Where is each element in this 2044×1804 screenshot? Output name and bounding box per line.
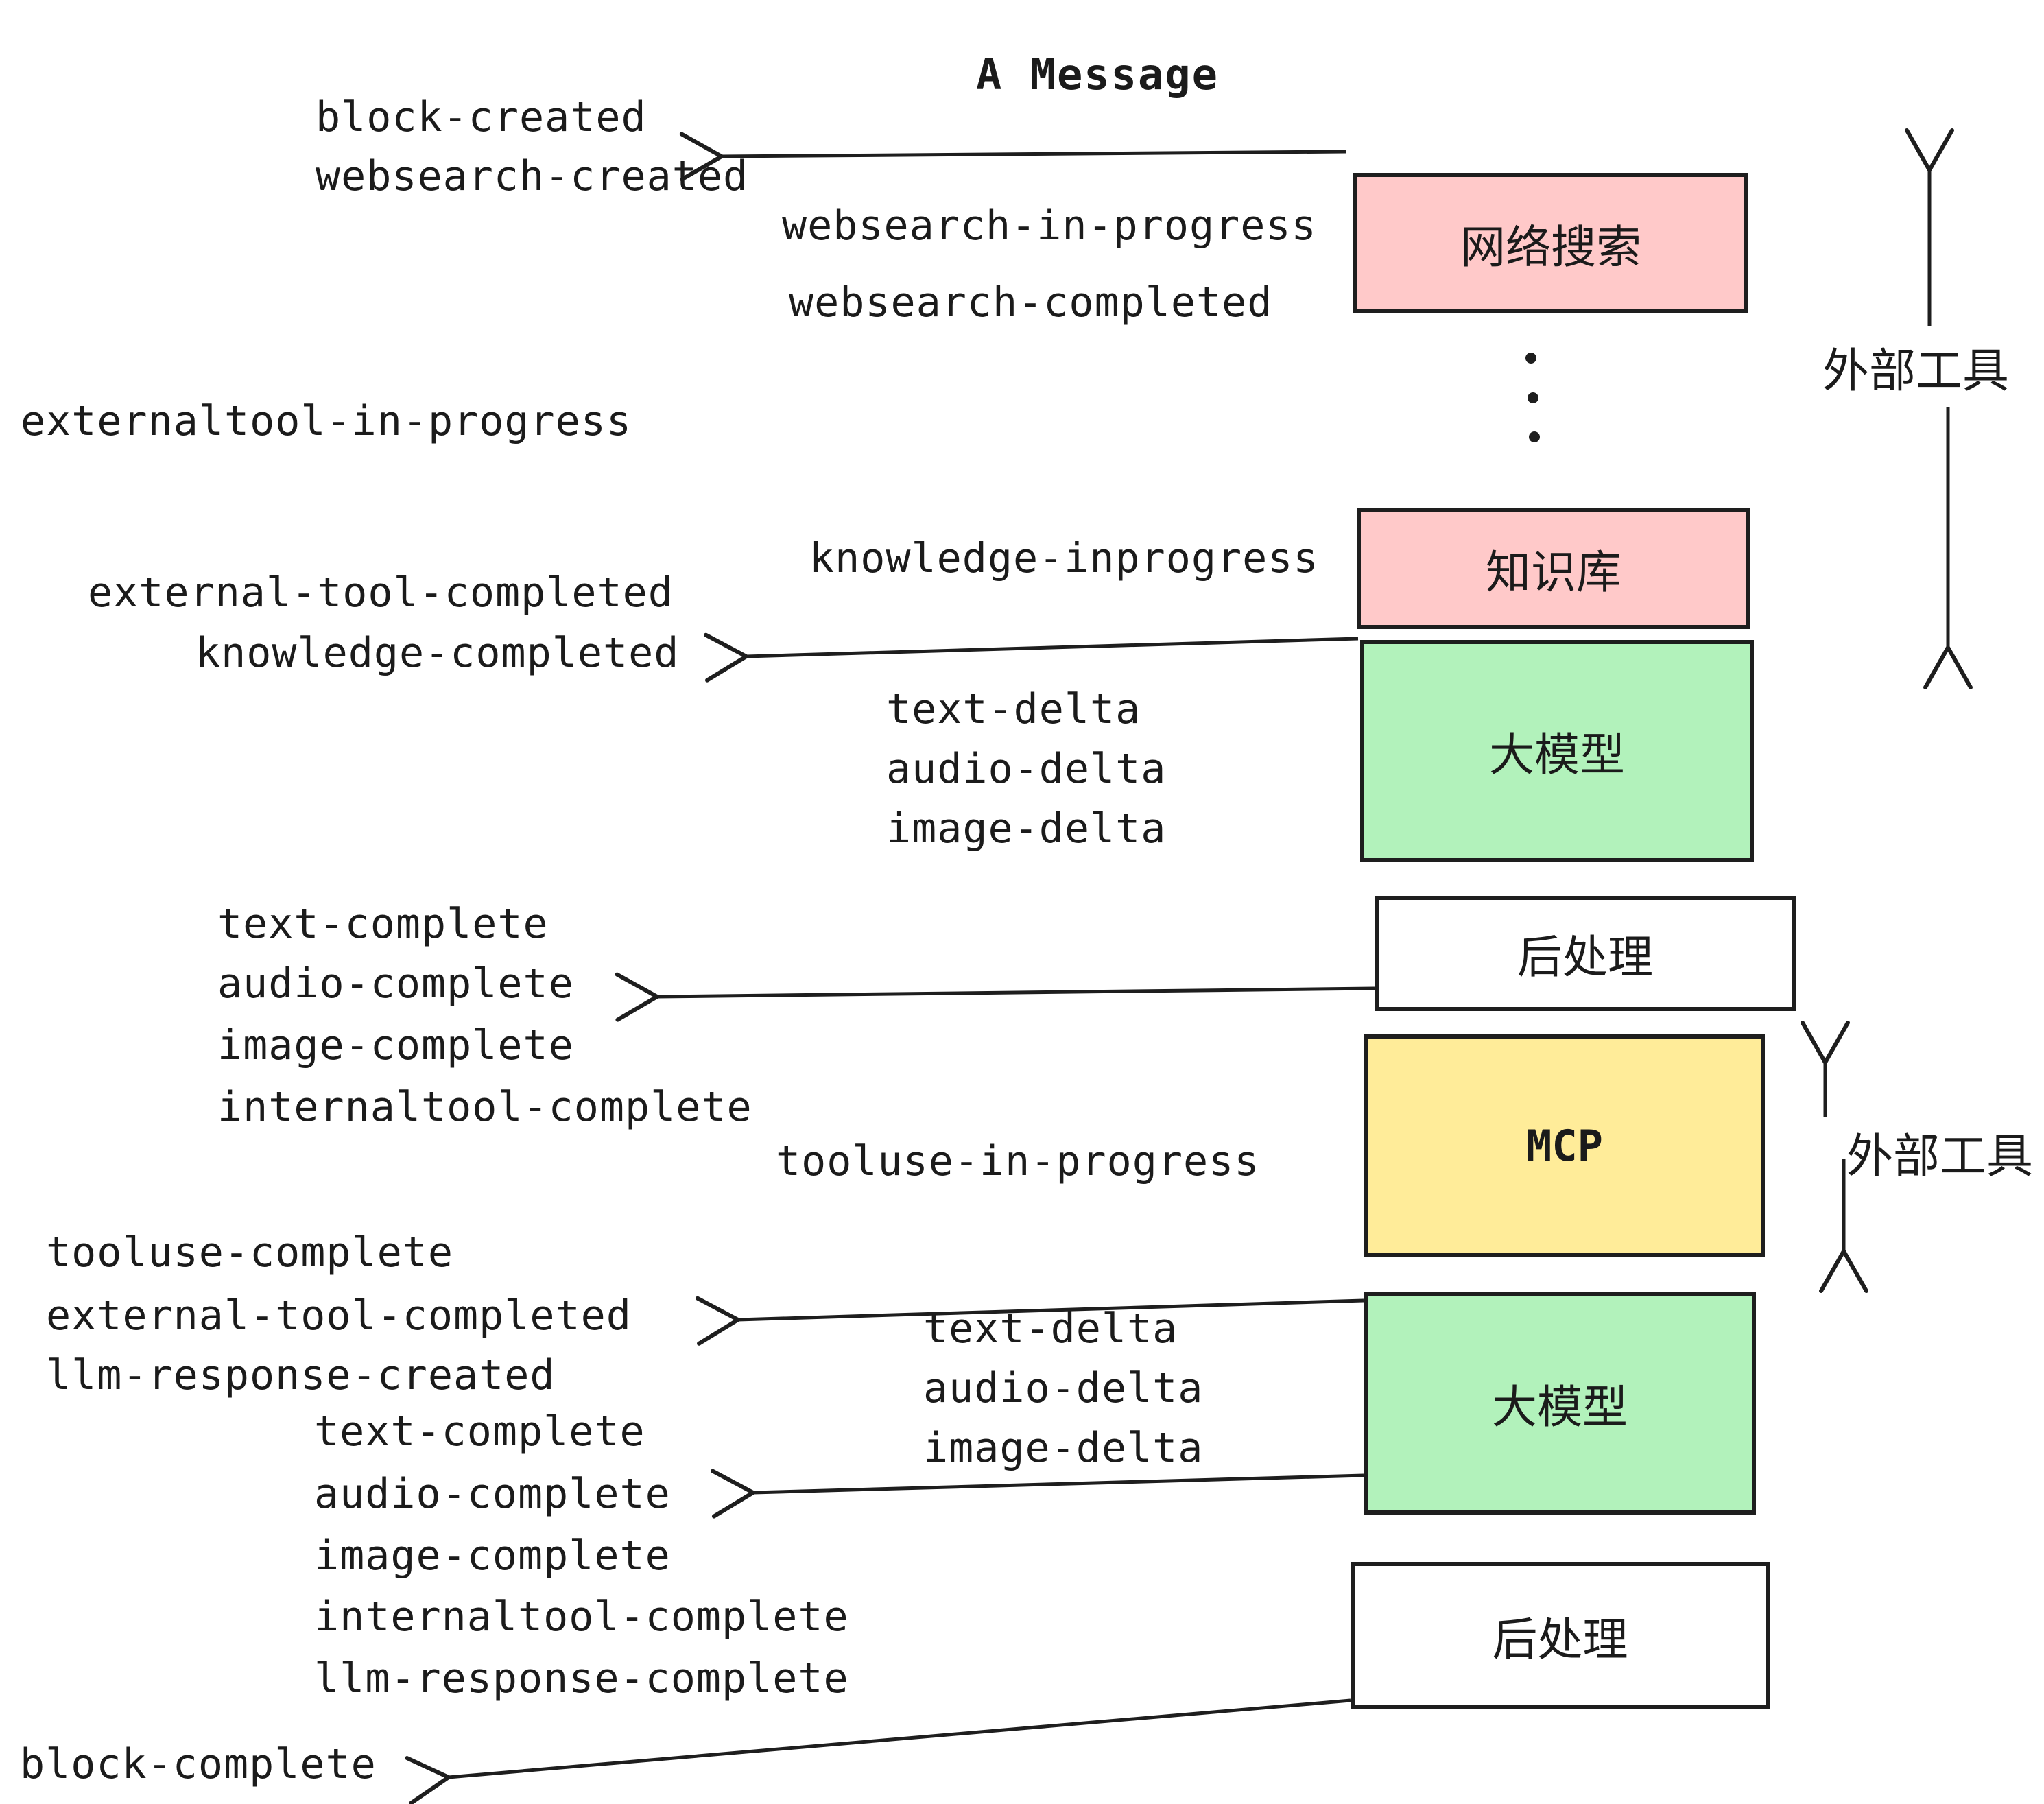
ellipsis-dot	[1525, 353, 1536, 364]
event-label-audio-complete-2: audio-complete	[314, 1470, 671, 1518]
box-postprocess-2: 后处理	[1351, 1562, 1770, 1709]
box-knowledge-label: 知识库	[1486, 546, 1621, 599]
event-label-knowledge-inprogress: knowledge-inprogress	[809, 534, 1319, 582]
box-mcp-label: MCP	[1526, 1121, 1603, 1171]
event-label-block-complete: block-complete	[20, 1740, 377, 1788]
event-label-audio-delta-2: audio-delta	[923, 1364, 1204, 1412]
arrow-llm2-to-audio-complete	[711, 1469, 1364, 1519]
event-label-knowledge-completed: knowledge-completed	[195, 629, 680, 677]
event-label-image-delta-1: image-delta	[886, 805, 1167, 853]
ellipsis-dot	[1528, 392, 1538, 403]
box-llm-2: 大模型	[1364, 1292, 1756, 1515]
box-postprocess-1-label: 后处理	[1517, 931, 1653, 984]
event-label-websearch-created: websearch-created	[316, 152, 749, 200]
event-label-internaltool-complete-1: internaltool-complete	[217, 1083, 752, 1131]
event-label-audio-complete-1: audio-complete	[217, 960, 574, 1008]
event-label-llm-response-complete: llm-response-complete	[314, 1654, 849, 1702]
event-label-text-delta-1: text-delta	[886, 685, 1141, 733]
arrow-llm2-to-tooluse-complete	[696, 1296, 1364, 1346]
arrow-post2-to-block-complete	[405, 1698, 1351, 1804]
event-label-block-created: block-created	[316, 93, 647, 141]
box-mcp: MCP	[1364, 1034, 1765, 1257]
event-label-external-tool-completed-2: external-tool-completed	[46, 1292, 632, 1340]
external-tools-label-top: 外部工具	[1822, 344, 2010, 399]
event-label-externaltool-in-progress: externaltool-in-progress	[21, 397, 632, 445]
event-label-image-complete-2: image-complete	[314, 1532, 671, 1580]
arrow-websearch-to-block-created	[679, 132, 1346, 182]
diagram-title: A Message	[976, 49, 1219, 99]
event-label-external-tool-completed-1: external-tool-completed	[88, 569, 674, 617]
box-postprocess-2-label: 后处理	[1492, 1613, 1628, 1666]
box-websearch: 网络搜索	[1353, 173, 1748, 313]
box-llm-1-label: 大模型	[1489, 728, 1625, 781]
event-label-websearch-in-progress: websearch-in-progress	[782, 202, 1317, 250]
event-label-internaltool-complete-2: internaltool-complete	[314, 1593, 849, 1641]
event-label-tooluse-in-progress: tooluse-in-progress	[776, 1137, 1260, 1185]
box-llm-2-label: 大模型	[1492, 1380, 1628, 1434]
box-llm-1: 大模型	[1360, 640, 1754, 862]
arrow-llm1-to-knowledge-completed	[704, 632, 1359, 683]
ellipsis-dot	[1529, 431, 1540, 442]
event-label-image-delta-2: image-delta	[923, 1424, 1204, 1472]
event-label-text-complete-2: text-complete	[314, 1408, 645, 1456]
box-knowledge: 知识库	[1357, 508, 1750, 629]
event-label-text-delta-2: text-delta	[923, 1305, 1178, 1353]
box-postprocess-1: 后处理	[1375, 896, 1796, 1011]
event-label-websearch-completed: websearch-completed	[789, 278, 1273, 327]
event-label-llm-response-created: llm-response-created	[46, 1351, 556, 1399]
box-websearch-label: 网络搜索	[1460, 220, 1641, 274]
event-label-image-complete-1: image-complete	[217, 1021, 574, 1069]
external-tools-label-mcp: 外部工具	[1846, 1130, 2034, 1184]
arrow-post1-to-image-complete	[615, 972, 1375, 1022]
event-label-tooluse-complete: tooluse-complete	[46, 1229, 453, 1277]
event-label-text-complete-1: text-complete	[217, 900, 549, 948]
event-label-audio-delta-1: audio-delta	[886, 745, 1167, 793]
